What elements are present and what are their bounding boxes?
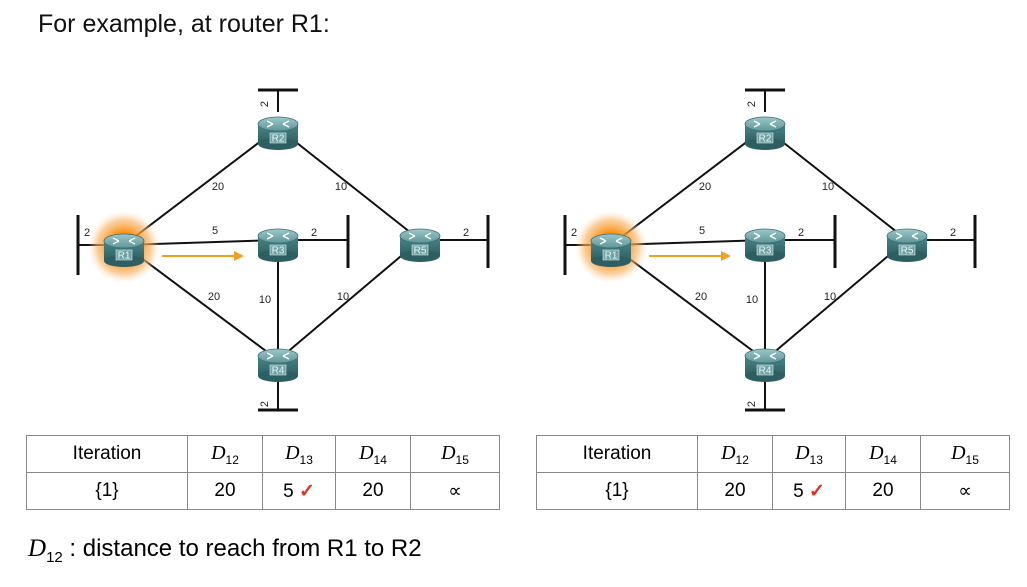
d15-cell: ∝	[920, 472, 1010, 510]
link-cost-r1_r4: 20	[695, 291, 707, 303]
router-r5-icon: R5	[886, 228, 928, 262]
link-r2-r5	[277, 127, 421, 241]
router-r3-icon: R3	[744, 228, 786, 262]
iteration-header: Iteration	[26, 435, 188, 473]
arrow-head-icon	[234, 251, 244, 261]
router-r5-icon: R5	[399, 228, 441, 262]
d12-header: D12	[697, 435, 773, 473]
stub-cost-r1: 2	[571, 227, 577, 239]
definition-note: D12 : distance to reach from R1 to R2	[28, 535, 422, 566]
d15-header: D15	[410, 435, 500, 473]
router-label-r2: R2	[759, 134, 772, 145]
d13-cell: 5 ✓	[772, 472, 846, 510]
stub-cost-r4: 2	[259, 401, 271, 407]
link-cost-r1_r3: 5	[212, 225, 218, 237]
distance-table-left: Iteration D12 D13 D14 D15 {1} 20 5 ✓ 20 …	[26, 435, 500, 510]
link-r4-r5	[764, 239, 908, 361]
d14-header: D14	[845, 435, 921, 473]
link-cost-r4_r5: 10	[824, 291, 836, 303]
router-r2-icon: R2	[744, 116, 786, 150]
stub-cost-r3: 2	[798, 227, 804, 239]
link-cost-r1_r4: 20	[208, 291, 220, 303]
stub-cost-r5: 2	[463, 227, 469, 239]
arrow-head-icon	[721, 251, 731, 261]
link-r4-r5	[277, 239, 421, 361]
link-r2-r5	[764, 127, 908, 241]
checkmark-icon: ✓	[298, 480, 315, 502]
table-row: {1} 20 5 ✓ 20 ∝	[536, 472, 1010, 510]
link-cost-r2_r5: 10	[335, 181, 347, 193]
d12-header: D12	[187, 435, 263, 473]
link-cost-r1_r2: 20	[699, 181, 711, 193]
d14-cell: 20	[845, 472, 921, 510]
d15-header: D15	[920, 435, 1010, 473]
router-r1-icon: R1	[103, 233, 145, 267]
router-label-r3: R3	[272, 246, 285, 257]
d14-header: D14	[335, 435, 411, 473]
table-header-row: Iteration D12 D13 D14 D15	[536, 435, 1010, 473]
link-cost-r3_r4: 10	[746, 294, 758, 306]
d13-header: D13	[772, 435, 846, 473]
router-label-r5: R5	[414, 246, 427, 257]
checkmark-icon: ✓	[808, 480, 825, 502]
router-label-r5: R5	[901, 246, 914, 257]
d12-cell: 20	[697, 472, 773, 510]
link-cost-r1_r2: 20	[212, 181, 224, 193]
stub-cost-r3: 2	[311, 227, 317, 239]
link-cost-r4_r5: 10	[337, 291, 349, 303]
link-cost-r3_r4: 10	[259, 294, 271, 306]
stub-cost-r2: 2	[746, 101, 758, 107]
d15-cell: ∝	[410, 472, 500, 510]
iteration-header: Iteration	[536, 435, 698, 473]
d13-cell: 5 ✓	[262, 472, 336, 510]
link-cost-r2_r5: 10	[822, 181, 834, 193]
iteration-cell: {1}	[26, 472, 188, 510]
router-r4-icon: R4	[257, 348, 299, 382]
router-label-r4: R4	[759, 366, 772, 377]
router-r3-icon: R3	[257, 228, 299, 262]
d12-cell: 20	[187, 472, 263, 510]
distance-table-right: Iteration D12 D13 D14 D15 {1} 20 5 ✓ 20 …	[536, 435, 1010, 510]
router-label-r2: R2	[272, 134, 285, 145]
table-row: {1} 20 5 ✓ 20 ∝	[26, 472, 500, 510]
page-title: For example, at router R1:	[38, 10, 330, 38]
iteration-cell: {1}	[536, 472, 698, 510]
link-cost-r1_r3: 5	[699, 225, 705, 237]
router-r1-icon: R1	[590, 233, 632, 267]
router-label-r1: R1	[118, 251, 131, 262]
router-label-r4: R4	[272, 366, 285, 377]
d14-cell: 20	[335, 472, 411, 510]
router-r2-icon: R2	[257, 116, 299, 150]
stub-cost-r4: 2	[746, 401, 758, 407]
router-r4-icon: R4	[744, 348, 786, 382]
d13-header: D13	[262, 435, 336, 473]
stub-cost-r1: 2	[84, 227, 90, 239]
table-header-row: Iteration D12 D13 D14 D15	[26, 435, 500, 473]
router-label-r1: R1	[605, 251, 618, 262]
router-label-r3: R3	[759, 246, 772, 257]
stub-cost-r5: 2	[950, 227, 956, 239]
stub-cost-r2: 2	[259, 101, 271, 107]
